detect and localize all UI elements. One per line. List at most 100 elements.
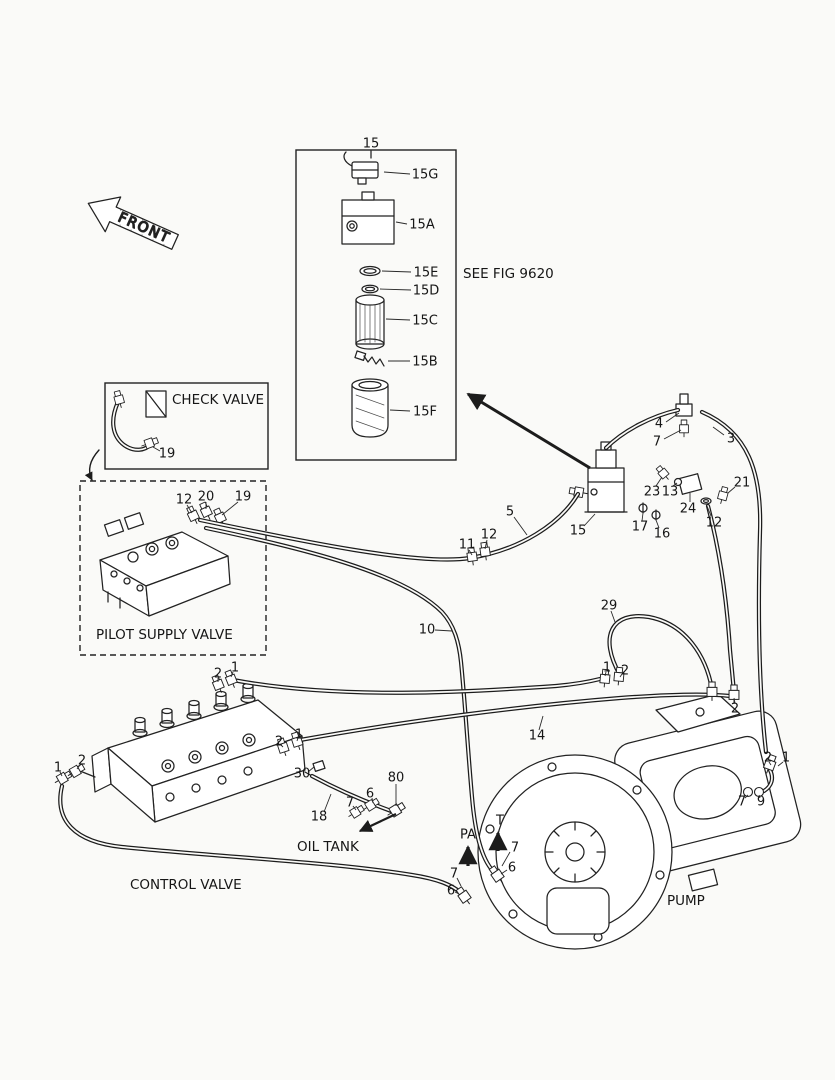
callout-leader-12 xyxy=(484,539,488,550)
hose-3-upper-core xyxy=(701,411,767,753)
pilot-filter-valve-drawing xyxy=(568,441,661,521)
part-callout-7: 7 xyxy=(738,795,746,810)
callout-leader-6 xyxy=(454,891,460,895)
part-callout-2: 2 xyxy=(275,735,283,750)
callout-leader-9 xyxy=(758,794,761,799)
hose-3-end-core xyxy=(763,769,773,792)
callout-leader-14 xyxy=(538,715,544,731)
part-callout-6: 6 xyxy=(447,884,455,899)
callout-leader-2 xyxy=(76,764,81,770)
part-callout-15: 15 xyxy=(363,137,380,152)
part-callout-6: 6 xyxy=(366,787,374,802)
part-callout-9: 9 xyxy=(757,795,765,810)
part-callout-1: 1 xyxy=(782,751,790,766)
part-callout-14: 14 xyxy=(529,729,546,744)
callout-leader-7 xyxy=(501,851,511,867)
part-callout-17: 17 xyxy=(632,520,649,535)
part-callout-12: 12 xyxy=(481,528,498,543)
callout-leader-2 xyxy=(768,761,772,766)
callout-leader-7 xyxy=(663,429,682,440)
callout-leader-1 xyxy=(59,771,63,777)
hose-18-tank-return-loop xyxy=(58,783,464,896)
detail-box-15 xyxy=(295,149,457,461)
part-callout-5: 5 xyxy=(506,505,514,520)
fitting-layer xyxy=(52,541,779,908)
callout-leader-6 xyxy=(500,869,508,875)
callout-leader-10 xyxy=(434,629,453,632)
callout-leader-12 xyxy=(186,504,193,514)
check-valve-label: CHECK VALVE xyxy=(172,392,264,408)
part-callout-16: 16 xyxy=(654,527,671,542)
part-callout-10: 10 xyxy=(419,623,436,638)
pilot-supply-valve-drawing xyxy=(99,500,231,617)
part-callout-7: 7 xyxy=(450,867,458,882)
part-callout-6: 6 xyxy=(508,861,516,876)
callout-leader-19 xyxy=(221,501,239,516)
callout-leader-15 xyxy=(583,513,596,527)
hose-29-control-valve-to-mid-core xyxy=(232,678,601,694)
part-callout-7: 7 xyxy=(511,841,519,856)
part-callout-15A: 15A xyxy=(409,218,435,233)
part-callout-19: 19 xyxy=(235,490,252,505)
part-callout-2: 2 xyxy=(764,751,772,766)
control-valve-drawing xyxy=(79,682,326,823)
part-callout-15G: 15G xyxy=(412,168,439,183)
part-callout-23: 23 xyxy=(644,485,661,500)
callout-leader-2 xyxy=(619,673,623,678)
callout-leader-3 xyxy=(712,426,725,436)
callout-leader-2 xyxy=(733,697,736,704)
callout-leader-7 xyxy=(352,805,357,811)
check-valve-hose-core xyxy=(112,401,152,451)
arrow-layer xyxy=(358,392,591,866)
callout-leader-15E xyxy=(381,270,412,273)
part-callout-1: 1 xyxy=(603,661,611,676)
hose-21 xyxy=(705,503,737,695)
pilot-supply-valve-box xyxy=(79,480,267,656)
callout-leader-15C xyxy=(385,318,411,321)
callout-leader-30 xyxy=(307,766,315,773)
part-callout-15E: 15E xyxy=(414,266,439,281)
callout-leader-4 xyxy=(665,412,680,423)
part-callout-21: 21 xyxy=(734,476,751,491)
callout-leader-13 xyxy=(672,482,678,487)
callout-leader-15D xyxy=(379,288,412,291)
part-callout-2: 2 xyxy=(214,667,222,682)
callout-leader-17 xyxy=(641,512,644,522)
callout-leader-15A xyxy=(395,221,408,225)
front-arrow: FRONT xyxy=(87,196,179,250)
callout-leader-1 xyxy=(604,671,607,677)
part-callout-7: 7 xyxy=(653,435,661,450)
part-callout-15F: 15F xyxy=(413,405,437,420)
hose-layer xyxy=(58,407,775,896)
part-callout-80: 80 xyxy=(388,771,405,786)
callout-leader-1 xyxy=(777,761,784,767)
callout-leader-11 xyxy=(468,549,473,556)
hose-10-pilot-to-tank-port-core xyxy=(205,527,494,872)
callout-leader-7 xyxy=(456,877,462,887)
part-callout-1: 1 xyxy=(231,661,239,676)
callout-leader-21 xyxy=(727,486,736,494)
callout-leader-16 xyxy=(655,519,660,529)
callout-leader-1 xyxy=(230,671,234,678)
see-detail-arrow xyxy=(466,392,591,470)
part-callout-19: 19 xyxy=(159,447,176,462)
part-callout-4: 4 xyxy=(655,417,663,432)
part-callout-12: 12 xyxy=(706,516,723,531)
hose-21-core xyxy=(707,505,735,693)
callout-leader-12 xyxy=(706,505,712,517)
part-callout-1: 1 xyxy=(295,728,303,743)
hose-5-pilot-to-valve15-core xyxy=(199,493,579,561)
part-callout-30: 30 xyxy=(294,767,311,782)
part-callout-18: 18 xyxy=(311,810,328,825)
oil-tank-label: OIL TANK xyxy=(297,839,360,855)
hose-10-pilot-to-tank-port xyxy=(203,525,496,874)
pump-drawing xyxy=(477,693,802,950)
pump-label: PUMP xyxy=(667,893,705,909)
callout-leader-29 xyxy=(610,610,616,623)
hose-14-control-valve-to-pump-core xyxy=(299,693,731,741)
elbow-fitting-cluster-drawing xyxy=(654,393,730,506)
part-callout-2: 2 xyxy=(78,754,86,769)
control-valve-label: CONTROL VALVE xyxy=(130,877,242,893)
callout-leader-5 xyxy=(513,516,528,536)
